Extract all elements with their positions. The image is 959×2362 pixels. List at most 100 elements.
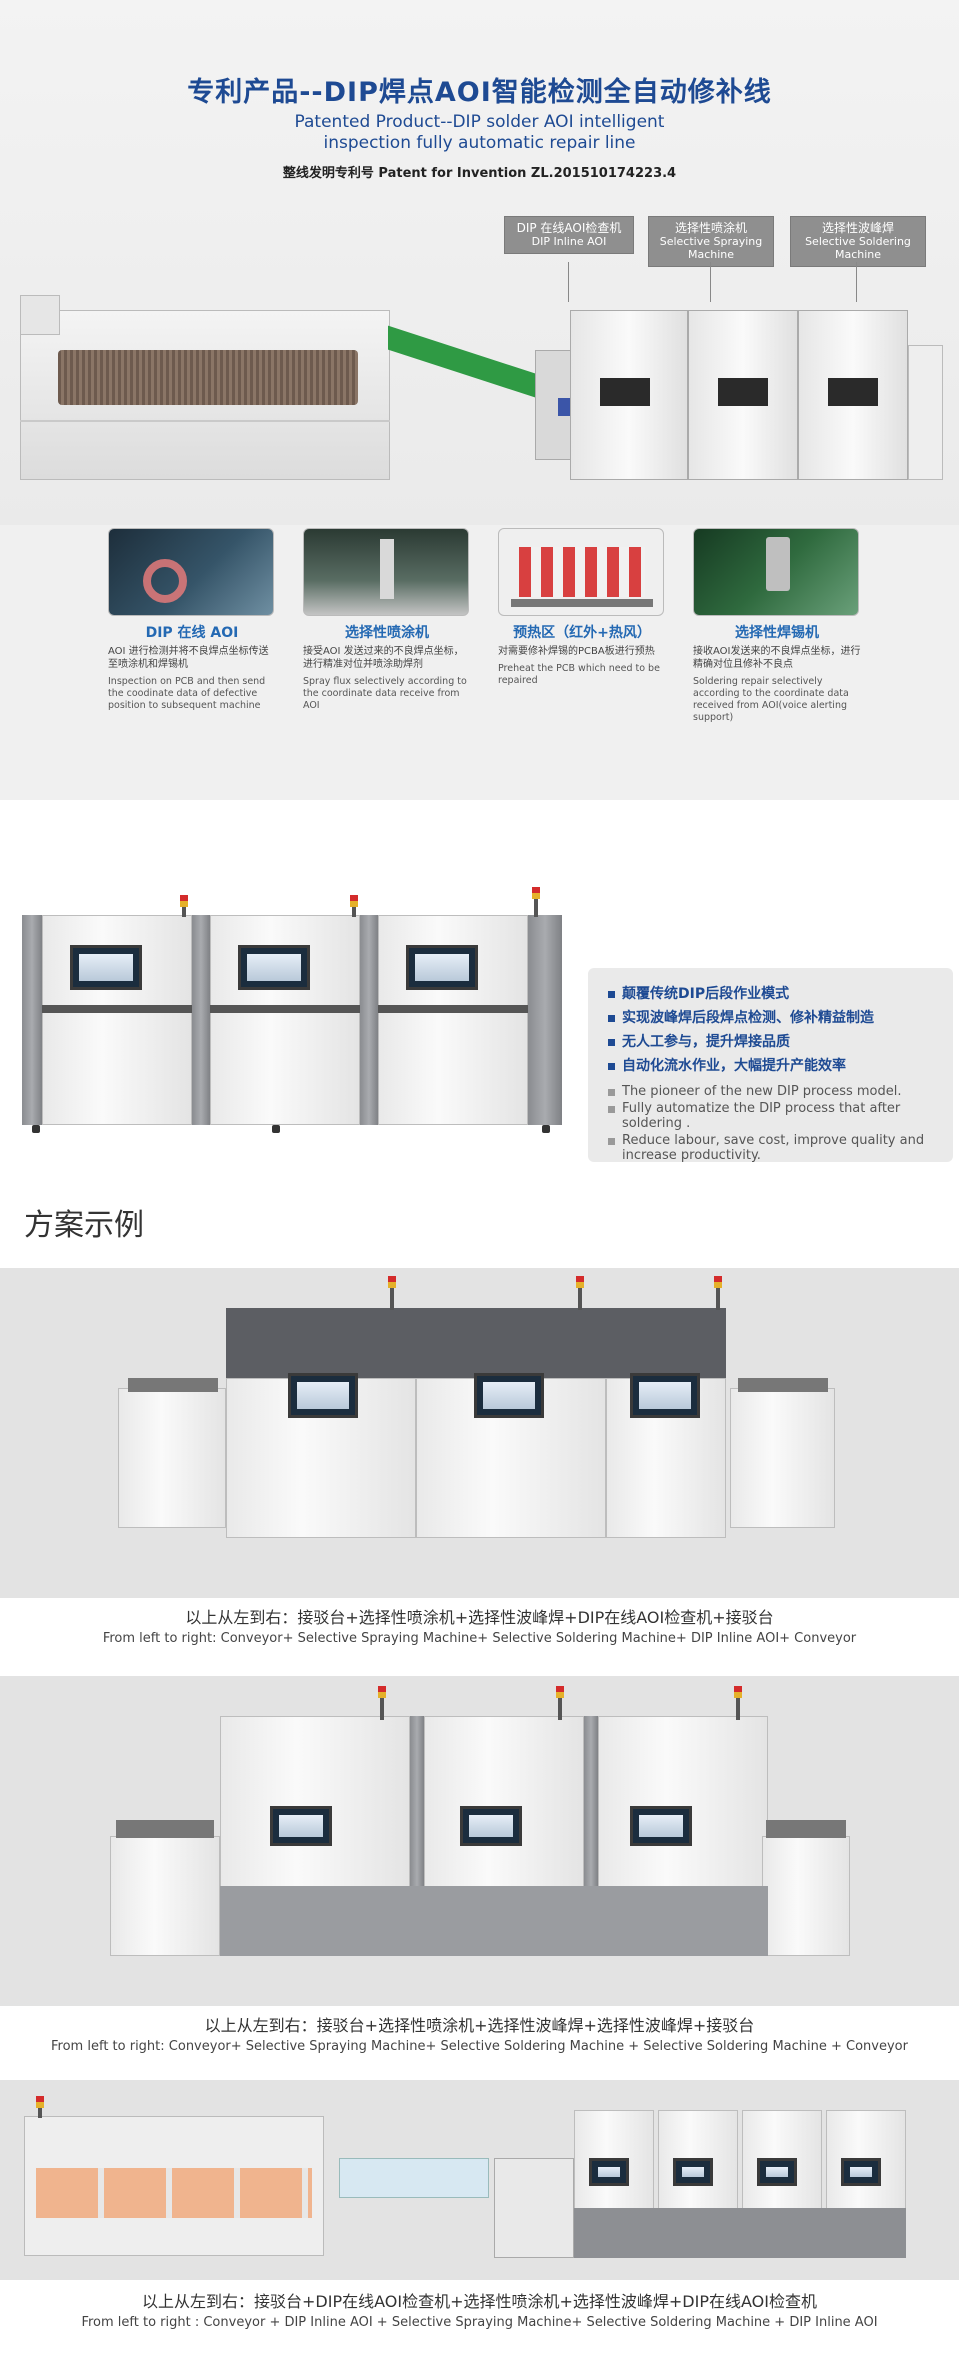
feature-desc-en: Spray flux selectively according to the … [303, 676, 467, 711]
feature-desc-cn: 接收AOI发送来的不良焊点坐标，进行精确对位且修补不良点 [693, 646, 861, 670]
page-title: 专利产品--DIP焊点AOI智能检测全自动修补线 [187, 77, 772, 108]
tag-cn: 选择性喷涂机 [674, 221, 747, 235]
example-1-caption: 以上从左到右：接驳台+选择性喷涂机+选择性波峰焊+DIP在线AOI检查机+接驳台… [0, 1604, 959, 1646]
signal-tower [532, 887, 540, 917]
caption-cn: 以上从左到右：接驳台+DIP在线AOI检查机+选择性喷涂机+选择性波峰焊+DIP… [142, 2292, 817, 2311]
signal-tower [36, 2096, 44, 2118]
conveyor-rail [116, 1820, 214, 1838]
feature-title: DIP 在线 AOI [145, 625, 239, 641]
feature-card-aoi: DIP 在线 AOI AOI 进行检测并将不良焊点坐标传送至喷涂机和焊锡机 In… [108, 528, 276, 712]
signal-tower [180, 895, 188, 917]
caption-en: From left to right: Conveyor+ Selective … [102, 1631, 857, 1646]
tag-en: Selective Soldering Machine [805, 235, 911, 261]
machine-foot [542, 1125, 550, 1133]
machine-base [220, 1886, 768, 1956]
hero-subtitle-line1: Patented Product--DIP solder AOI intelli… [294, 112, 665, 132]
advantage-en: Reduce labour, save cost, improve qualit… [606, 1133, 935, 1163]
machine-screen [474, 1373, 544, 1418]
feature-desc-en: Soldering repair selectively according t… [693, 676, 849, 723]
tag-cn: DIP 在线AOI检查机 [516, 221, 622, 235]
feature-image-aoi [108, 528, 274, 616]
machine-screen [630, 1373, 700, 1418]
signal-tower [388, 1276, 396, 1310]
patent-number: 整线发明专利号 Patent for Invention ZL.20151017… [282, 166, 677, 181]
hood-soldering [416, 1308, 606, 1378]
tag-dip-inline-aoi: DIP 在线AOI检查机 DIP Inline AOI [504, 216, 634, 254]
advantages-panel: 颠覆传统DIP后段作业模式 实现波峰焊后段焊点检测、修补精益制造 无人工参与，提… [588, 968, 953, 1163]
conveyor-left [118, 1388, 226, 1528]
caption-cn: 以上从左到右：接驳台+选择性喷涂机+选择性波峰焊+选择性波峰焊+接驳台 [204, 2016, 755, 2035]
feature-desc-cn: 对需要修补焊锡的PCBA板进行预热 [498, 646, 655, 657]
conveyor-rail [128, 1378, 218, 1392]
machine-screen [600, 378, 650, 406]
feature-card-preheat: 预热区（红外+热风） 对需要修补焊锡的PCBA板进行预热 Preheat the… [498, 528, 666, 687]
conveyor-left [110, 1836, 220, 1956]
tag-line [856, 262, 857, 302]
feature-desc-cn: AOI 进行检测并将不良焊点坐标传送至喷涂机和焊锡机 [108, 646, 269, 670]
conveyor-right [762, 1836, 850, 1956]
feature-card-soldering: 选择性焊锡机 接收AOI发送来的不良焊点坐标，进行精确对位且修补不良点 Sold… [693, 528, 861, 724]
machine-foot [272, 1125, 280, 1133]
machine-base [574, 2208, 906, 2258]
cabinet-side [360, 915, 378, 1125]
machine-screen [630, 1806, 692, 1846]
conveyor-slot [210, 1005, 360, 1013]
example-2-caption: 以上从左到右：接驳台+选择性喷涂机+选择性波峰焊+选择性波峰焊+接驳台 From… [0, 2012, 959, 2054]
oven-head [20, 295, 60, 335]
example-3-illustration [24, 2096, 934, 2273]
conveyor-rail [766, 1820, 846, 1838]
machine-screen [841, 2158, 881, 2186]
conveyor-slot [378, 1005, 528, 1013]
caption-en: From left to right: Conveyor+ Selective … [51, 2039, 908, 2054]
cabinet-side [528, 915, 562, 1125]
machine-aoi [570, 310, 688, 480]
machine-screen [673, 2158, 713, 2186]
machine-screen [757, 2158, 797, 2186]
feature-cards: DIP 在线 AOI AOI 进行检测并将不良焊点坐标传送至喷涂机和焊锡机 In… [0, 528, 959, 768]
hero-subtitle-line2: inspection fully automatic repair line [323, 133, 636, 153]
section-heading: 方案示例 [24, 1208, 144, 1243]
three-machine-illustration [22, 887, 562, 1170]
example-1-image [0, 1268, 959, 1598]
feature-desc-cn: 接受AOI 发送过来的不良焊点坐标，进行精准对位并喷涂助焊剂 [303, 646, 464, 670]
example-3-image [0, 2080, 959, 2280]
signal-tower [350, 895, 358, 917]
tag-line [710, 262, 711, 302]
advantages-en: The pioneer of the new DIP process model… [606, 1084, 935, 1163]
example-1-illustration [118, 1276, 838, 1588]
conveyor-left [494, 2158, 574, 2258]
exit-conveyor [908, 345, 943, 480]
green-conveyor [388, 325, 538, 399]
advantage-cn: 颠覆传统DIP后段作业模式 [606, 982, 935, 1006]
advantage-en: The pioneer of the new DIP process model… [606, 1084, 935, 1099]
cabinet-side [192, 915, 210, 1125]
oven-window [36, 2168, 312, 2218]
feature-title: 选择性焊锡机 [735, 625, 819, 641]
machine-screen [589, 2158, 629, 2186]
tag-selective-spraying: 选择性喷涂机 Selective Spraying Machine [648, 216, 774, 267]
machine-screen [828, 378, 878, 406]
tag-en: Selective Spraying Machine [659, 235, 763, 261]
feature-title: 选择性喷涂机 [345, 625, 429, 641]
machine-screen [288, 1373, 358, 1418]
advantage-cn: 自动化流水作业，大幅提升产能效率 [606, 1054, 935, 1078]
repair-line-illustration [20, 290, 943, 495]
advantage-cn: 无人工参与，提升焊接品质 [606, 1030, 935, 1054]
cabinet-spraying [226, 1378, 416, 1538]
machine-screen [270, 1806, 332, 1846]
caption-en: From left to right : Conveyor + DIP Inli… [81, 2315, 878, 2330]
signal-tower [556, 1686, 564, 1720]
machine-screen [460, 1806, 522, 1846]
machine-screen [406, 945, 478, 990]
signal-tower [734, 1686, 742, 1720]
feature-image-spraying [303, 528, 469, 616]
tag-cn: 选择性波峰焊 [821, 221, 894, 235]
advantage-en: Fully automatize the DIP process that af… [606, 1101, 935, 1131]
machine-screen [718, 378, 768, 406]
cabinet-side [22, 915, 42, 1125]
hood-spraying [226, 1308, 416, 1378]
conveyor-rail [738, 1378, 828, 1392]
machine-spraying [688, 310, 798, 480]
feature-image-preheat [498, 528, 664, 616]
example-2-illustration [110, 1686, 850, 1996]
